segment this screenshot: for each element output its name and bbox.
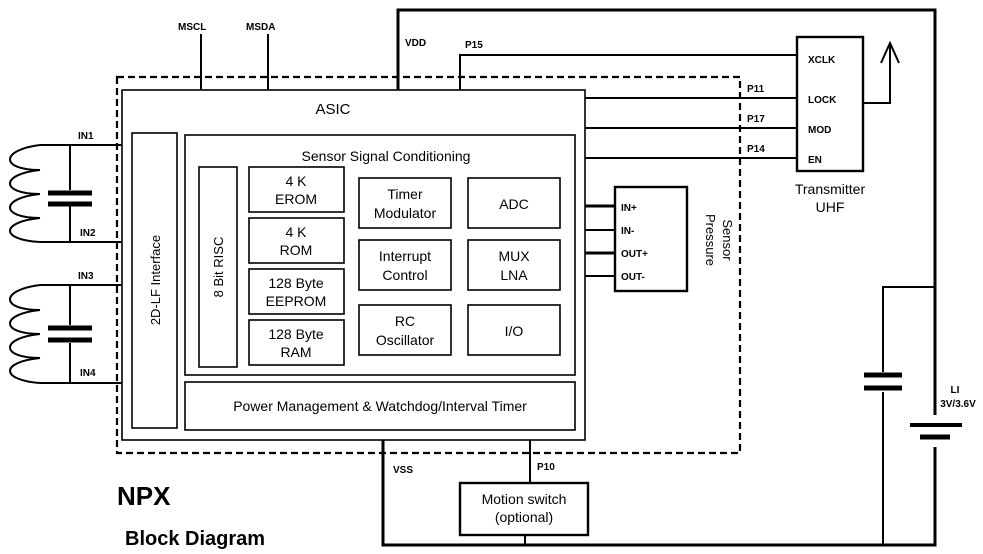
motion-switch-box — [458, 481, 590, 537]
ps-pin-in-plus: IN+ — [621, 203, 637, 214]
pressure-sensor-box — [613, 185, 689, 293]
ps-pin-out-plus: OUT+ — [621, 249, 648, 260]
battery-label-1: LI — [951, 385, 960, 396]
pressure-label-2: Sensor — [720, 219, 735, 261]
io-label: I/O — [505, 323, 524, 339]
erom-box — [248, 166, 345, 213]
capacitor-3 — [864, 372, 902, 391]
rc-oscillator-box — [358, 304, 452, 356]
tx-pin-xclk: XCLK — [808, 55, 836, 66]
pin-mscl: MSCL — [178, 22, 206, 33]
io-box — [467, 304, 561, 356]
ps-pin-in-minus: IN- — [621, 226, 634, 237]
pin-vdd: VDD — [405, 38, 426, 49]
wiring — [9, 8, 937, 547]
transmitter-box — [795, 35, 865, 173]
risc-box — [198, 166, 238, 368]
ps-pin-out-minus: OUT- — [621, 272, 645, 283]
signal-conditioning-title: Sensor Signal Conditioning — [302, 148, 471, 164]
tx-pin-mod: MOD — [808, 125, 831, 136]
power-management-box — [184, 381, 576, 431]
ram-box — [248, 319, 345, 366]
battery-label-2: 3V/3.6V — [940, 399, 976, 410]
rom-line2: ROM — [280, 242, 313, 258]
motion-switch-line1: Motion switch — [482, 491, 567, 507]
rc-line1: RC — [395, 313, 415, 329]
ram-line2: RAM — [280, 344, 311, 360]
lf-interface-box — [131, 132, 178, 429]
pin-p14: P14 — [747, 144, 765, 155]
transmitter-label-2: UHF — [816, 199, 845, 215]
pin-p11: P11 — [747, 84, 765, 95]
tx-pin-lock: LOCK — [808, 95, 837, 106]
interrupt-line2: Control — [382, 267, 427, 283]
block-diagram-subtitle: Block Diagram — [125, 528, 265, 550]
rom-box — [248, 217, 345, 264]
pin-vss: VSS — [393, 465, 413, 476]
battery-symbol — [910, 415, 962, 447]
timer-line1: Timer — [387, 186, 423, 202]
pin-p15: P15 — [465, 40, 483, 51]
rc-line2: Oscillator — [376, 332, 435, 348]
adc-label: ADC — [499, 196, 529, 212]
pin-msda: MSDA — [246, 22, 275, 33]
timer-line2: Modulator — [374, 205, 437, 221]
pin-in2: IN2 — [80, 228, 96, 239]
risc-label: 8 Bit RISC — [211, 237, 226, 298]
chip-outline — [115, 75, 742, 455]
asic-title: ASIC — [315, 101, 350, 118]
transmitter-label-1: Transmitter — [795, 181, 866, 197]
adc-box — [467, 177, 561, 229]
power-management-label: Power Management & Watchdog/Interval Tim… — [233, 398, 527, 414]
pin-in1: IN1 — [78, 131, 94, 142]
capacitor-1 — [48, 190, 92, 207]
interrupt-control-box — [358, 239, 452, 291]
timer-modulator-box — [358, 177, 452, 229]
pin-p17: P17 — [747, 114, 765, 125]
pressure-label-1: Pressure — [703, 214, 718, 266]
pin-p10: P10 — [537, 462, 555, 473]
eeprom-line2: EEPROM — [266, 293, 327, 309]
pin-in4: IN4 — [80, 368, 96, 379]
erom-line1: 4 K — [285, 173, 307, 189]
mux-line2: LNA — [500, 267, 528, 283]
npx-title: NPX — [117, 481, 171, 511]
erom-line2: EROM — [275, 191, 317, 207]
tx-pin-en: EN — [808, 155, 822, 166]
rom-line1: 4 K — [285, 224, 307, 240]
mux-line1: MUX — [498, 248, 530, 264]
lf-interface-label: 2D-LF Interface — [148, 235, 163, 325]
pin-in3: IN3 — [78, 271, 94, 282]
motion-switch-line2: (optional) — [495, 509, 553, 525]
ram-line1: 128 Byte — [268, 326, 323, 342]
mux-lna-box — [467, 239, 561, 291]
eeprom-line1: 128 Byte — [268, 275, 323, 291]
capacitor-2 — [48, 325, 92, 343]
eeprom-box — [248, 268, 345, 315]
interrupt-line1: Interrupt — [379, 248, 431, 264]
